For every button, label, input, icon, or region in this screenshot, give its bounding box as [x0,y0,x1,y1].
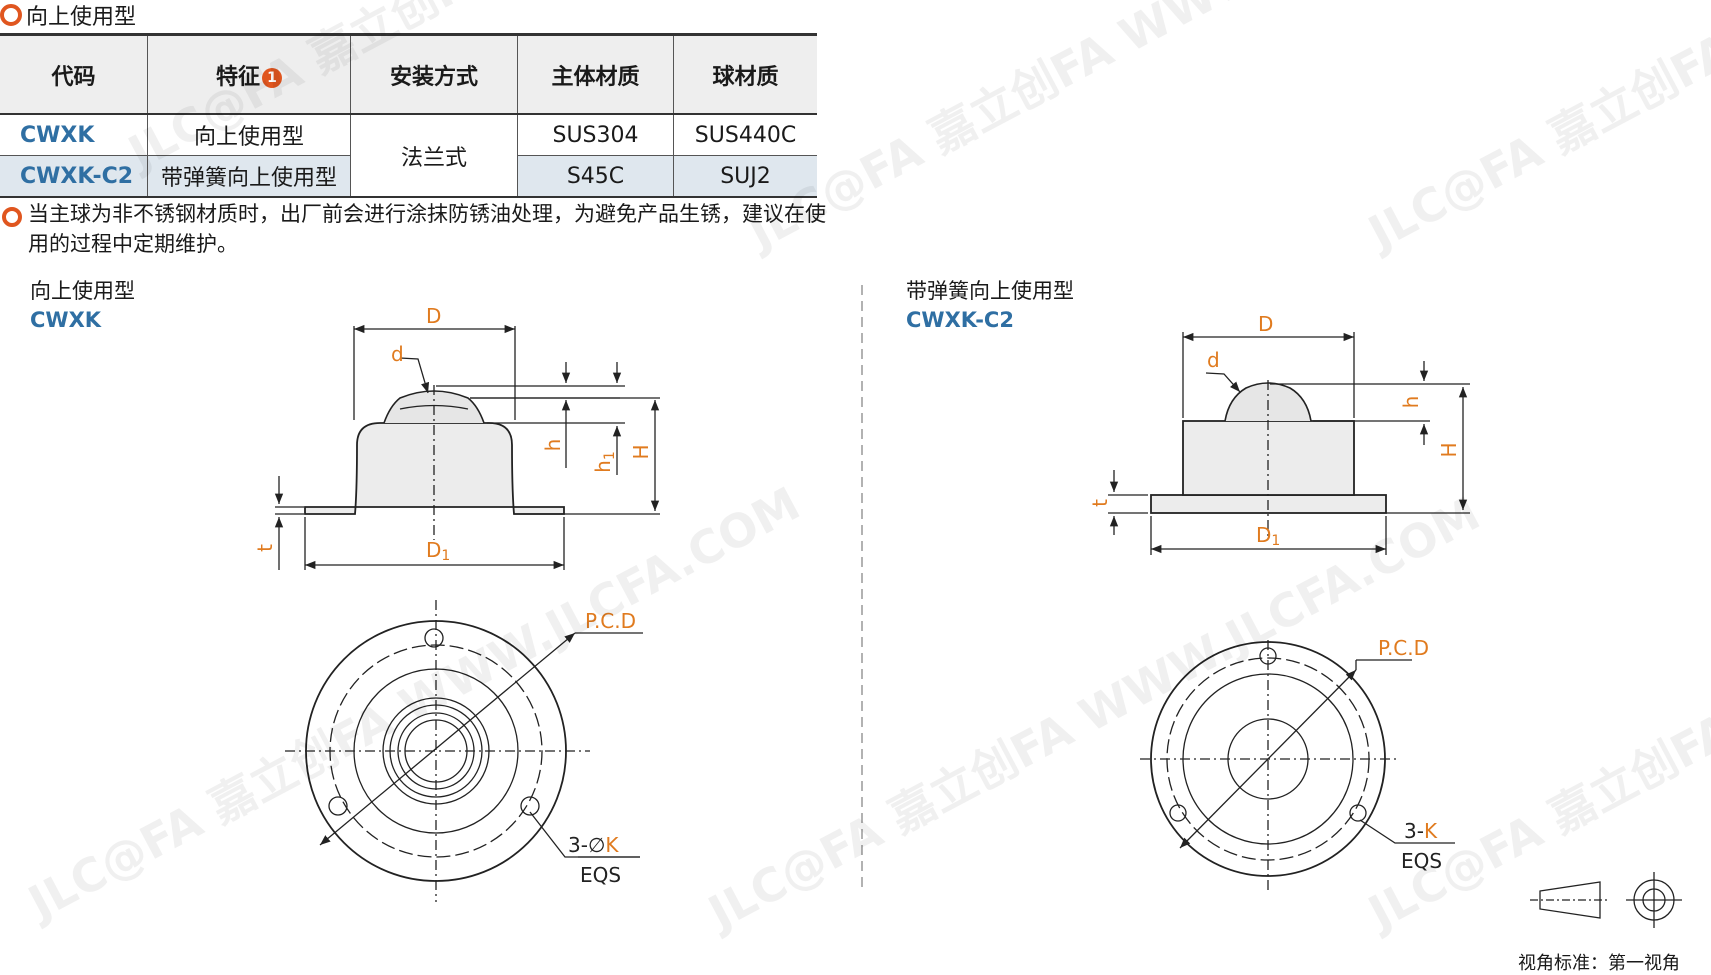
label-d-left: d [391,342,404,366]
left-top-view [285,600,643,902]
right-top-view [1140,640,1455,890]
label-holes-right: 3-K [1404,819,1438,843]
view-standard: 视角标准：第一视角 [1518,953,1680,974]
label-eqs-right: EQS [1401,849,1442,873]
cell-ball-material: SUS440C [673,114,817,156]
right-diagram-title: 带弹簧向上使用型 [906,279,1074,303]
label-pcd-left: P.C.D [585,609,636,633]
cell-code: CWXK [0,114,148,156]
cell-body-material: SUS304 [517,114,674,156]
note: 当主球为非不锈钢材质时，出厂前会进行涂抹防锈油处理，为避免产品生锈，建议在使用的… [0,199,830,259]
cell-feature: 带弹簧向上使用型 [147,155,351,198]
label-D1-left: D1 [426,538,450,564]
header-ball-material: 球材质 [673,33,817,115]
svg-text:JLC@FA 嘉立创FA WWW.JLCFA.COM: JLC@FA 嘉立创FA WWW.JLCFA.COM [1357,0,1711,261]
cell-mount: 法兰式 [350,114,518,198]
left-side-view [274,324,660,570]
cell-code: CWXK-C2 [0,155,148,198]
label-eqs-left: EQS [580,863,621,887]
left-diagram-code: CWXK [30,308,102,332]
label-H-left: H [629,444,653,459]
cell-ball-material: SUJ2 [673,155,817,198]
label-H-right: H [1437,442,1461,457]
feature-note-badge: 1 [262,67,282,88]
label-t-right: t [1088,499,1112,507]
label-D-left: D [426,304,441,328]
table-row: CWXK-C2 带弹簧向上使用型 S45C SUJ2 [0,155,817,198]
label-D-right: D [1258,312,1273,336]
header-code: 代码 [0,33,148,115]
label-pcd-right: P.C.D [1378,636,1429,660]
note-text: 当主球为非不锈钢材质时，出厂前会进行涂抹防锈油处理，为避免产品生锈，建议在使用的… [28,202,826,256]
label-d-right: d [1207,348,1220,372]
svg-text:JLC@FA 嘉立创FA WWW.JLCFA.COM: JLC@FA 嘉立创FA WWW.JLCFA.COM [697,486,1488,941]
cell-body-material: S45C [517,155,674,198]
first-angle-projection-symbol [1530,872,1682,928]
section-title: 向上使用型 [0,0,136,30]
watermark: JLC@FA 嘉立创FA WWW.JLCFA.COM JLC@FA 嘉立创FA … [17,0,1711,941]
circle-bullet-icon [0,4,22,26]
left-diagram-title: 向上使用型 [30,279,135,303]
label-t-left: t [253,544,277,552]
right-side-view [1108,332,1470,555]
circle-bullet-icon [2,207,22,227]
cell-feature: 向上使用型 [147,114,351,156]
header-mount: 安装方式 [350,33,518,115]
label-h-left: h [541,439,565,452]
label-holes-left: 3-∅K [568,833,619,857]
label-h1-left: h1 [591,451,618,473]
svg-text:JLC@FA 嘉立创FA WWW.JLCFA.COM: JLC@FA 嘉立创FA WWW.JLCFA.COM [117,0,908,181]
right-diagram-code: CWXK-C2 [906,308,1014,332]
svg-text:JLC@FA 嘉立创FA WWW.JLCFA.COM: JLC@FA 嘉立创FA WWW.JLCFA.COM [17,476,808,931]
table-row: CWXK 向上使用型 法兰式 SUS304 SUS440C [0,114,817,198]
section-title-text: 向上使用型 [26,5,137,30]
label-h-right: h [1399,396,1423,409]
label-D1-right: D1 [1256,523,1280,549]
header-body-material: 主体材质 [517,33,674,115]
